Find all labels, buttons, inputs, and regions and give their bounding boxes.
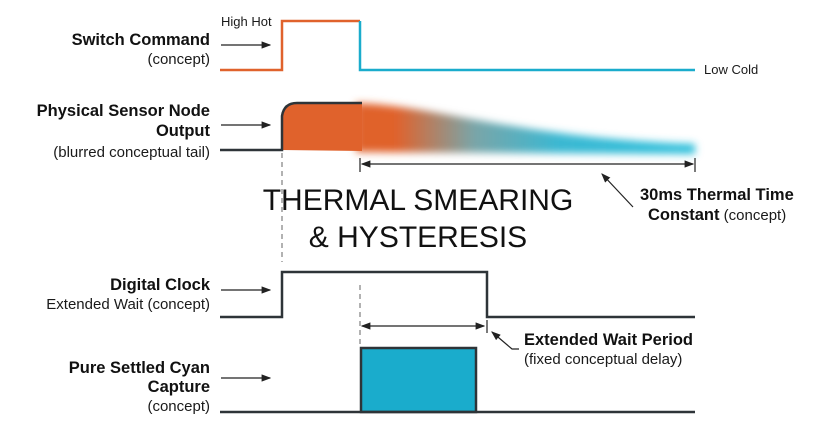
blurred-thermal-tail bbox=[356, 103, 695, 154]
sensor-output-subtitle: (blurred conceptual tail) bbox=[53, 144, 210, 161]
sensor-rise-area bbox=[282, 103, 362, 151]
switch-low-trace bbox=[358, 21, 695, 72]
capture-title-2: Capture bbox=[148, 378, 210, 396]
wait-period-sublabel: (fixed conceptual delay) bbox=[524, 351, 682, 368]
callout-arrow-icon bbox=[601, 173, 634, 208]
high-hot-label: High Hot bbox=[221, 14, 272, 29]
digital-clock-subtitle: Extended Wait (concept) bbox=[46, 296, 210, 313]
sensor-output-title-1: Physical Sensor Node bbox=[37, 102, 210, 120]
wait-period-label: Extended Wait Period bbox=[524, 331, 693, 349]
sensor-output-signal: Physical Sensor Node Output (blurred con… bbox=[37, 101, 695, 161]
callout-arrow-icon bbox=[491, 331, 519, 350]
clock-trace bbox=[220, 270, 695, 319]
switch-command-title: Switch Command bbox=[72, 31, 210, 49]
sensor-output-title-2: Output bbox=[156, 122, 211, 140]
diagram-title-line-2: & HYSTERESIS bbox=[309, 221, 527, 254]
diagram-title-line-1: THERMAL SMEARING bbox=[263, 184, 574, 217]
digital-clock-title: Digital Clock bbox=[110, 276, 211, 294]
capture-signal: Pure Settled Cyan Capture (concept) bbox=[69, 346, 695, 415]
time-constant-label-1: 30ms Thermal Time bbox=[640, 186, 794, 204]
capture-title-1: Pure Settled Cyan bbox=[69, 359, 210, 377]
switch-command-signal: Switch Command (concept) High Hot Low Co… bbox=[72, 14, 759, 77]
capture-subtitle: (concept) bbox=[147, 398, 210, 415]
sensor-trace bbox=[220, 101, 362, 152]
digital-clock-signal: Digital Clock Extended Wait (concept) Ex… bbox=[46, 270, 695, 368]
low-cold-label: Low Cold bbox=[704, 62, 758, 77]
time-constant-label-2: Constant (concept) bbox=[648, 206, 786, 224]
capture-pulse bbox=[359, 346, 478, 414]
switch-high-trace bbox=[220, 19, 360, 72]
switch-command-subtitle: (concept) bbox=[147, 51, 210, 68]
